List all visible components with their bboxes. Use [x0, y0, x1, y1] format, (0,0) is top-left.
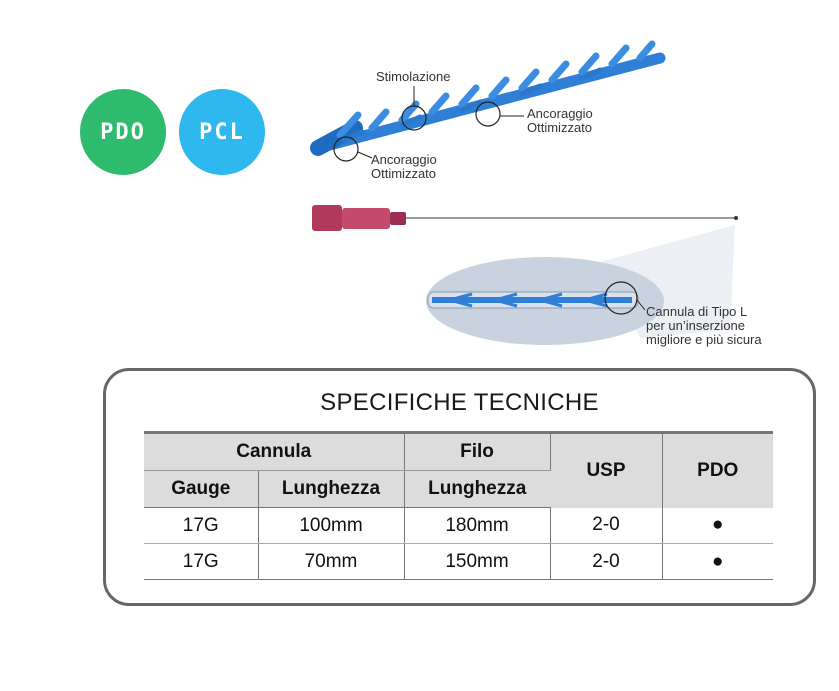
callout-cannula-3: migliore e più sicura [646, 332, 762, 347]
callout-cannula-2: per un’inserzione [646, 318, 745, 333]
header-usp: USP [550, 431, 663, 508]
header-filo: Filo [404, 431, 551, 471]
header-filo-length: Lunghezza [404, 470, 550, 508]
callout-stimolazione: Stimolazione [376, 69, 450, 84]
callout-ancoraggio-right-2: Ottimizzato [527, 120, 592, 135]
cell-filo-length: 180mm [404, 507, 551, 544]
spec-title: SPECIFICHE TECNICHE [320, 389, 599, 416]
cell-pdo: ● [662, 543, 773, 580]
callout-circle [333, 136, 359, 162]
cell-filo-length: 150mm [404, 543, 551, 580]
cell-pdo: ● [662, 507, 773, 544]
header-gauge: Gauge [144, 470, 259, 508]
cell-usp: 2-0 [550, 507, 663, 544]
cell-cannula-length: 100mm [258, 507, 405, 544]
spec-panel: SPECIFICHE TECNICHE Cannula Filo USP PDO… [103, 368, 816, 606]
header-cannula: Cannula [144, 431, 405, 471]
callout-circle [475, 101, 501, 127]
table-row: 17G 70mm 150mm 2-0 ● [144, 543, 773, 580]
pdo-badge: PDO [80, 89, 166, 175]
cell-gauge: 17G [144, 543, 259, 580]
header-cannula-length: Lunghezza [258, 470, 405, 508]
cell-cannula-length: 70mm [258, 543, 405, 580]
spec-table: Cannula Filo USP PDO Gauge Lunghezza Lun… [144, 431, 773, 580]
cannula-illustration [312, 205, 738, 231]
table-row: 17G 100mm 180mm 2-0 ● [144, 507, 773, 544]
callout-ancoraggio-right-1: Ancoraggio [527, 106, 593, 121]
header-pdo: PDO [662, 431, 773, 508]
pcl-badge: PCL [179, 89, 265, 175]
cell-gauge: 17G [144, 507, 259, 544]
callout-ancoraggio-left-1: Ancoraggio [371, 152, 437, 167]
callout-circle [604, 281, 638, 315]
callout-cannula-1: Cannula di Tipo L [646, 304, 747, 319]
thread-illustration [310, 40, 666, 156]
product-diagram: Stimolazione Ancoraggio Ottimizzato Anco… [310, 40, 762, 347]
callout-ancoraggio-left-2: Ottimizzato [371, 166, 436, 181]
cell-usp: 2-0 [550, 543, 663, 580]
